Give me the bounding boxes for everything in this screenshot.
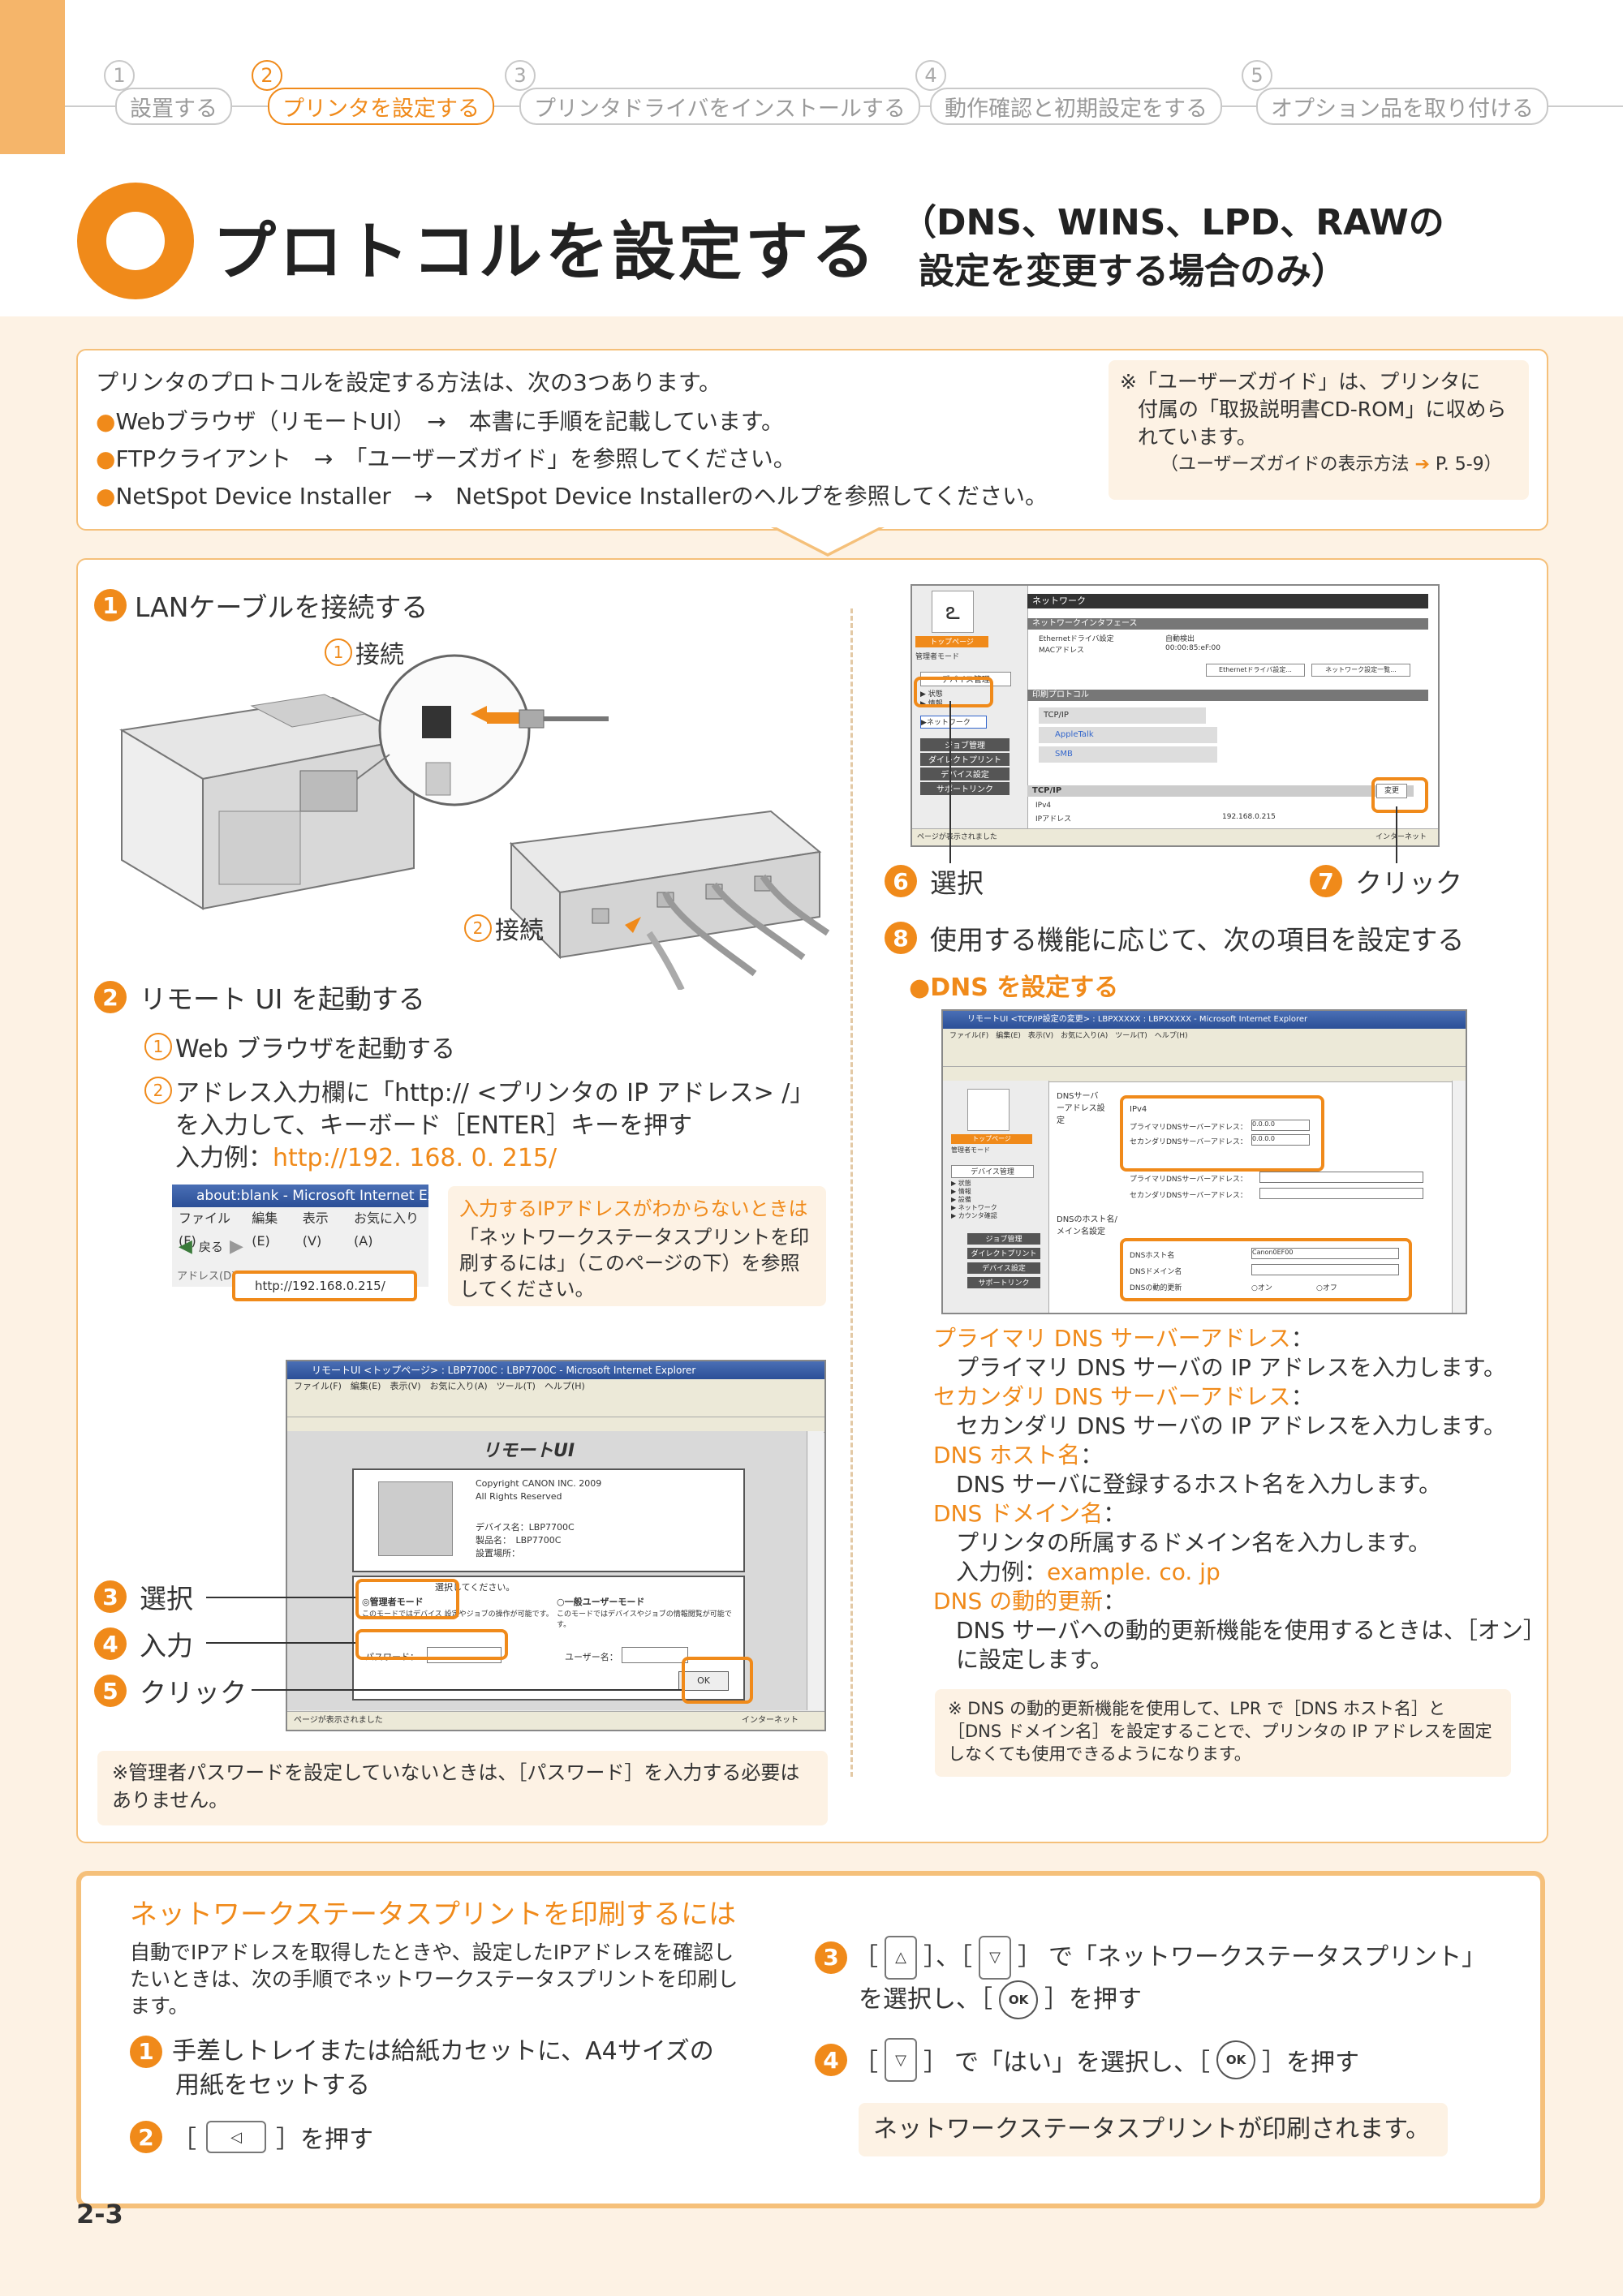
status-print-result: ネットワークステータスプリントが印刷されます。	[859, 2103, 1448, 2156]
dns-descriptions: プライマリ DNS サーバーアドレス： プライマリ DNS サーバの IP アド…	[933, 1325, 1546, 1673]
back-icon: ◀	[179, 1236, 192, 1257]
dns-screenshot: リモートUI <TCP/IP設定の変更> : LBPXXXXX : LBPXXX…	[941, 1009, 1467, 1314]
step-pill-4: 動作確認と初期設定をする	[930, 88, 1222, 125]
ok-key-icon-2: OK	[1216, 2040, 1255, 2079]
column-divider	[850, 608, 853, 1777]
remote-ui-screenshot: リモートUI <トップページ> : LBP7700C : LBP7700C - …	[286, 1360, 826, 1731]
intro-item-1: ●Webブラウザ（リモートUI） → 本書に手順を記載しています。	[96, 408, 785, 435]
network-screenshot: ఽ トップページ 管理者モード デバイス管理 ▶ 状態 ▶ 情報 ▶ネットワーク…	[911, 584, 1440, 847]
dns-heading: ●DNS を設定する	[909, 974, 1119, 1002]
status-print-title: ネットワークステータスプリントを印刷するには	[130, 1898, 736, 1931]
callout-3-line	[206, 1597, 355, 1598]
remote-ui-logo: リモートUI	[482, 1441, 575, 1461]
intro-item-3: ●NetSpot Device Installer → NetSpot Devi…	[96, 483, 1048, 510]
page-title: プロトコルを設定する	[213, 216, 879, 289]
left-arrow-key-icon: ◁	[206, 2121, 266, 2153]
step-pill-2: プリンタを設定する	[268, 88, 494, 125]
page-subtitle-1: （DNS、WINS、LPD、RAWの	[901, 202, 1444, 243]
page-number: 2-3	[76, 2199, 123, 2229]
callout-4-line	[206, 1642, 355, 1644]
step-pill-5: オプション品を取り付ける	[1256, 88, 1548, 125]
intro-note: ※「ユーザーズガイド」は、プリンタに 付属の「取扱説明書CD-ROM」に収めら …	[1109, 360, 1529, 500]
title-circle-icon	[77, 183, 194, 299]
step-pill-1: 設置する	[115, 88, 232, 125]
arrow-circle-icon: ➔	[1414, 454, 1430, 475]
status-print-lead: 自動でIPアドレスを取得したときや、設定したIPアドレスを確認したいときは、次の…	[130, 1941, 738, 2018]
edit-button-highlight[interactable]	[1371, 777, 1428, 813]
step-index-1: 1	[104, 60, 135, 91]
ok-button-highlight[interactable]	[682, 1657, 753, 1704]
callout-6-line	[949, 701, 951, 863]
password-note: ※管理者パスワードを設定していないときは、［パスワード］を入力する必要はありませ…	[97, 1751, 828, 1825]
intro-box: プリンタのプロトコルを設定する方法は、次の3つあります。 ●Webブラウザ（リモ…	[76, 349, 1548, 531]
address-field[interactable]: http://192.168.0.215/	[232, 1271, 417, 1301]
status-print-step3: 3［△］、［▽］で「ネットワークステータスプリント」 を選択し、［OK］を押す	[815, 1936, 1486, 2020]
admin-mode-highlight[interactable]	[355, 1579, 459, 1619]
corner-tab	[0, 0, 65, 154]
password-highlight[interactable]	[355, 1629, 508, 1660]
down-arrow-key-icon: ▽	[979, 1936, 1011, 1980]
step-index-5: 5	[1242, 60, 1272, 91]
callout-5-line	[252, 1689, 682, 1691]
printer-illustration	[119, 654, 830, 990]
status-print-step2: 2［ ◁ ］を押す	[130, 2119, 373, 2155]
step-index-2: 2	[252, 60, 282, 91]
network-menu-highlight[interactable]	[914, 677, 993, 707]
dns-host-highlight[interactable]	[1120, 1238, 1412, 1301]
forward-icon: ▶	[229, 1236, 243, 1257]
intro-lead: プリンタのプロトコルを設定する方法は、次の3つあります。	[96, 369, 722, 396]
down-arrow-key-icon-2: ▽	[885, 2038, 917, 2082]
callout-7-line	[1396, 806, 1397, 863]
ip-tip-box: 入力するIPアドレスがわからないときは 「ネットワークステータスプリントを印刷す…	[448, 1186, 826, 1306]
dns-server-highlight[interactable]	[1120, 1095, 1324, 1172]
step-pill-3: プリンタドライバをインストールする	[519, 88, 920, 125]
intro-notch-fill	[773, 526, 882, 553]
status-print-step4: 4［▽］で「はい」を選択し、［OK］を押す	[815, 2038, 1359, 2082]
intro-item-2: ●FTPクライアント → 「ユーザーズガイド」を参照してください。	[96, 445, 796, 472]
step2-example: 入力例：http://192. 168. 0. 215/	[175, 1144, 558, 1172]
browser-screenshot: about:blank - Microsoft Internet Explo フ…	[172, 1185, 428, 1322]
step-index-3: 3	[505, 60, 536, 91]
step2-b-2: を入力して、キーボード［ENTER］キーを押す	[175, 1111, 693, 1140]
page-subtitle-2: 設定を変更する場合のみ）	[919, 251, 1347, 292]
dns-note: ※ DNS の動的更新機能を使用して、LPR で［DNS ホスト名］と［DNS …	[935, 1689, 1511, 1777]
step-index-4: 4	[915, 60, 946, 91]
up-arrow-key-icon: △	[885, 1936, 917, 1980]
ok-key-icon: OK	[999, 1980, 1038, 2019]
